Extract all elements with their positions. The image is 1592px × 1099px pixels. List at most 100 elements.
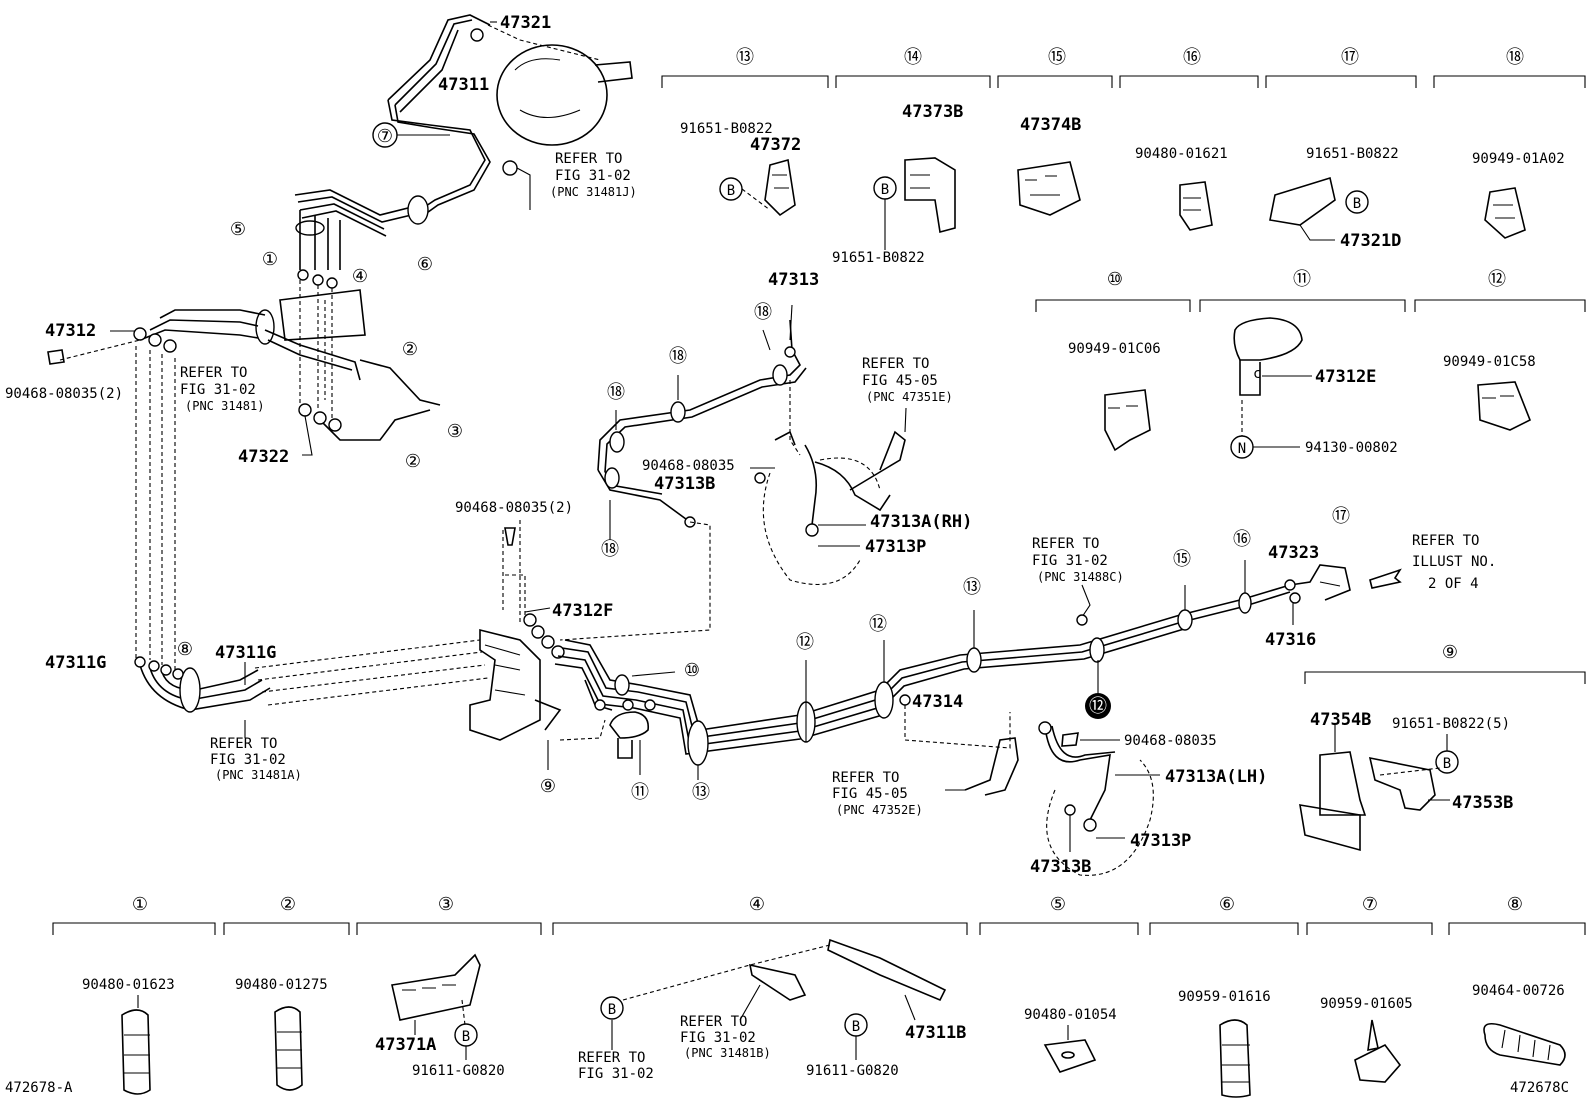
callout-label: 47321 [500,13,551,33]
callout-label: 47311 [438,75,489,95]
b-marker-label: B [852,1019,860,1035]
part-label: REFER TO [680,1014,747,1030]
group-9-detail: 47354B 91651-B0822(5) B 47353B [1299,671,1586,852]
part-label: 90480-01621 [1135,146,1228,162]
callout-label: 47313A(RH) [870,512,972,532]
group-number: ⑰ [1341,47,1359,68]
callout-label: 47316 [1265,630,1316,650]
group-number: ⑧ [1507,894,1523,915]
top-group-10: ⑩ 90949-01C06 [1035,269,1191,452]
part-label: 47372 [750,135,801,155]
callout-label: REFER TO [832,770,899,786]
callout-label: ILLUST NO. [1412,554,1496,570]
circle-marker: ② [402,339,418,360]
circle-marker: ⑱ [607,382,625,403]
group-number: ④ [749,894,765,915]
part-label: 47374B [1020,115,1081,135]
part-label: 47373B [902,102,963,122]
callout-label: FIG 31-02 [1032,553,1108,569]
circle-marker: ⑫ [869,614,887,635]
circle-marker: ⑨ [1442,642,1458,663]
callout-label: REFER TO [210,736,277,752]
circle-marker: ② [405,451,421,472]
callout-label: 47311G [215,643,276,663]
part-label: 91651-B0822 [832,250,925,266]
b-marker-label: B [1443,756,1451,772]
top-group-17: ⑰ 91651-B0822 B 47321D [1265,47,1417,251]
callout-label: REFER TO [862,356,929,372]
top-group-15: ⑮ 47374B [997,47,1113,216]
circle-marker: ① [262,249,278,270]
part-label: 90949-01C58 [1443,354,1536,370]
group-number: ⑮ [1048,47,1066,68]
lh-flex-hose: 90468-08035 47313A(LH) 47313P 47313B REF… [832,721,1267,877]
callout-label: 47311G [45,653,106,673]
group-number: ⑩ [1107,269,1123,290]
circle-marker: ⑫ [1089,696,1107,717]
callout-label: REFER TO [555,151,622,167]
callout-label: REFER TO [1412,533,1479,549]
callout-label: 91651-B0822(5) [1392,716,1510,732]
callout-label: (PNC 31481) [185,399,264,413]
bottom-group-5: ⑤ 90480-01054 [979,894,1139,1073]
callout-label: 47312F [552,601,613,621]
group-number: ⑱ [1506,47,1524,68]
circle-marker: ⑮ [1173,549,1191,570]
group-number: ⑯ [1183,47,1201,68]
bottom-group-4: ④ B REFER TO FIG 31-02 REFER TO FIG 31-0… [552,894,968,1082]
callout-label: 47323 [1268,543,1319,563]
b-marker [1435,750,1459,774]
group-number: ⑦ [1362,894,1378,915]
part-label: 90949-01A02 [1472,151,1565,167]
group-number: ③ [438,894,454,915]
b-marker [1345,190,1369,214]
circle-marker: ⑰ [1332,506,1350,527]
callout-label: FIG 45-05 [862,373,938,389]
center-mount-and-lines: 90468-08035(2) 47312F 47314 [455,500,1496,780]
group-number: ⑬ [736,47,754,68]
callout-label: 90468-08035 [642,458,735,474]
group-number: ⑫ [1488,269,1506,290]
part-label: 90959-01616 [1178,989,1271,1005]
part-label: FIG 31-02 [680,1030,756,1046]
callout-label: 47313 [768,270,819,290]
part-label: 47312E [1315,367,1376,387]
callout-label: REFER TO [180,365,247,381]
callout-label: REFER TO [1032,536,1099,552]
callout-label: (PNC 31488C) [1037,570,1124,584]
circle-marker: ⑪ [631,782,649,803]
circle-marker: ⑨ [540,776,556,797]
part-label: FIG 31-02 [578,1066,654,1082]
circle-marker: ③ [447,421,463,442]
lower-left-fittings: 47311G 47311G REFER TO FIG 31-02 (PNC 31… [45,639,489,782]
callout-label: 47353B [1452,793,1513,813]
circle-marker: ⑬ [963,577,981,598]
master-cylinder-lines: 47312 REFER TO FIG 31-02 (PNC 31481) 904… [5,189,441,670]
callout-label: 90468-08035 [1124,733,1217,749]
part-label: 90959-01605 [1320,996,1413,1012]
part-label: 47321D [1340,231,1401,251]
group-number: ① [132,894,148,915]
b-marker [600,996,624,1020]
callout-label: (PNC 31481A) [215,768,302,782]
top-group-12: ⑫ 90949-01C58 [1414,269,1586,431]
part-label: REFER TO [578,1050,645,1066]
part-label: 91611-G0820 [806,1063,899,1079]
callout-label: FIG 31-02 [555,168,631,184]
part-label: 94130-00802 [1305,440,1398,456]
diagram-circle-markers: ⑦ ⑤ ⑥ ① ④ ② ③ ② ⑧ ⑨ ⑪ ⑬ ⑩ ⑫ ⑫ ⑬ ⑮ ⑯ ⑰ ⑱ … [177,126,1458,803]
group-number: ⑪ [1293,269,1311,290]
circle-marker: ⑤ [230,219,246,240]
callout-label: (PNC 31481J) [550,185,637,199]
part-label: 47311B [905,1023,966,1043]
circle-marker: ⑩ [684,660,700,681]
circle-marker: ⑧ [177,639,193,660]
n-marker-label: N [1238,441,1246,457]
part-label: 90480-01275 [235,977,328,993]
b-marker-label: B [881,182,889,198]
top-group-18: ⑱ 90949-01A02 [1433,47,1586,239]
callout-label: 47313B [1030,857,1091,877]
callout-label: 47312 [45,321,96,341]
callout-label: FIG 31-02 [210,752,286,768]
